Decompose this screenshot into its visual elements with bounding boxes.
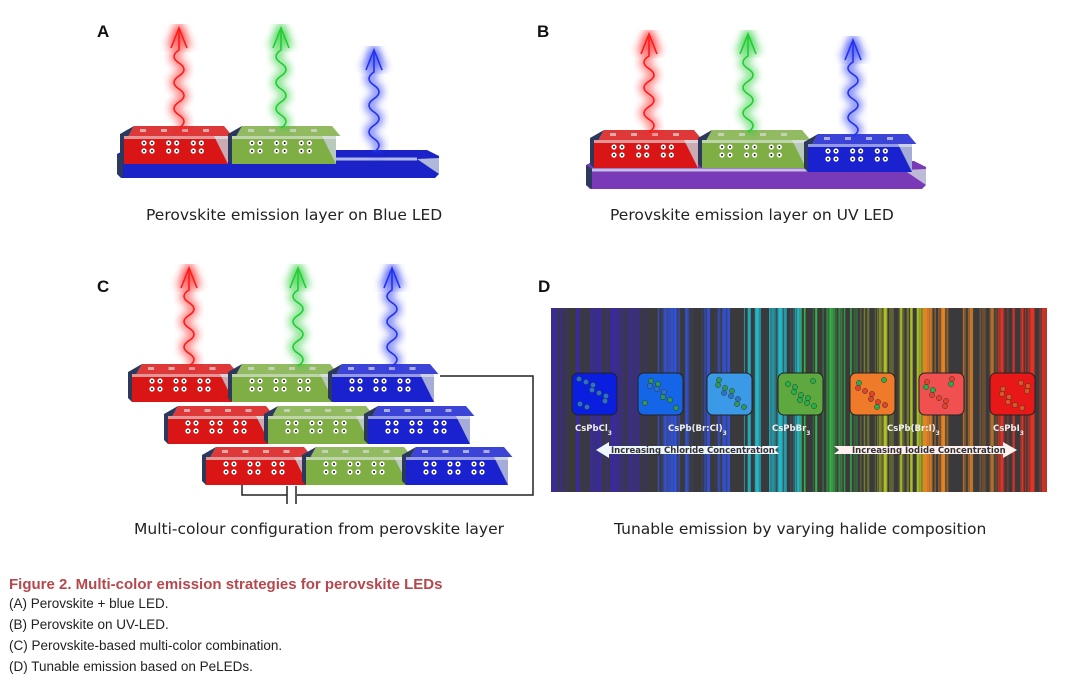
battery-symbol (286, 486, 297, 504)
chloride-arrow-label: Increasing Chloride Concentration (611, 446, 775, 456)
compound-label: CsPbBr3 (772, 424, 810, 437)
red-perovskite-tile (120, 126, 233, 164)
blue-emission-wave (360, 39, 388, 156)
red-tile-row2 (164, 406, 275, 444)
blue-tile-row1 (328, 364, 439, 402)
panel-d-caption: Tunable emission by varying halide compo… (614, 520, 987, 538)
red-emission-wave (165, 17, 193, 132)
green-perovskite-tile (228, 126, 341, 164)
panel-a-illustration (117, 17, 439, 178)
panel-c-caption: Multi-colour configuration from perovski… (134, 520, 504, 538)
figure-title: Figure 2. Multi-color emission strategie… (9, 576, 443, 593)
panel-c-illustration (128, 257, 534, 504)
compound-label: CsPbI3 (993, 424, 1024, 437)
panel-c-label: C (97, 277, 110, 296)
halide-tile (777, 372, 824, 416)
halide-tile (571, 372, 618, 416)
green-emission-wave (267, 17, 295, 132)
panel-b-caption: Perovskite emission layer on UV LED (610, 206, 894, 224)
blue-tile-row2 (364, 406, 475, 444)
figure-item-c: (C) Perovskite-based multi-color combina… (9, 638, 283, 653)
red-tile-row3 (202, 447, 313, 485)
compound-label: CsPb(Br:I)3 (887, 424, 940, 437)
green-emission-wave (734, 23, 762, 136)
panel-b-label: B (537, 22, 550, 41)
chloride-arrow (596, 442, 779, 458)
emission-spectrum-image: CsPbCl3 CsPb(Br:Cl)3 CsPbBr3 CsPb(Br:I)3 CsP… (551, 308, 1047, 492)
red-emission-wave (635, 23, 663, 136)
panel-a-label: A (97, 22, 110, 41)
halide-tile (706, 372, 753, 416)
panel-a-caption: Perovskite emission layer on Blue LED (146, 206, 443, 224)
figure-item-b: (B) Perovskite on UV-LED. (9, 617, 169, 632)
iodide-arrow-label: Increasing Iodide Concentration (852, 446, 1006, 456)
green-emission-wave (284, 257, 312, 370)
compound-label: CsPb(Br:Cl)3 (668, 424, 727, 437)
red-tile-row1 (128, 364, 239, 402)
halide-tile (918, 372, 965, 416)
green-perovskite-tile (698, 130, 811, 168)
green-tile-row2 (264, 406, 375, 444)
green-tile-row1 (228, 364, 339, 402)
figure-item-a: (A) Perovskite + blue LED. (9, 596, 169, 611)
panel-b-illustration (586, 23, 926, 189)
green-tile-row3 (302, 447, 413, 485)
red-perovskite-tile (590, 130, 703, 168)
halide-tile (637, 372, 684, 416)
blue-perovskite-tile (804, 134, 917, 172)
blue-emission-wave (378, 257, 406, 370)
panel-d-label: D (538, 277, 551, 296)
halide-tile (849, 372, 896, 416)
halide-tile (989, 372, 1036, 416)
figure-item-d: (D) Tunable emission based on PeLEDs. (9, 659, 253, 674)
spectrum-graphic: CsPbCl3 CsPb(Br:Cl)3 CsPbBr3 CsPb(Br:I)3 CsP… (551, 308, 1047, 492)
blue-tile-row3 (402, 447, 513, 485)
iodide-arrow (834, 442, 1017, 458)
blue-emission-wave (839, 29, 867, 140)
red-emission-wave (175, 257, 203, 370)
compound-label: CsPbCl3 (575, 424, 612, 437)
